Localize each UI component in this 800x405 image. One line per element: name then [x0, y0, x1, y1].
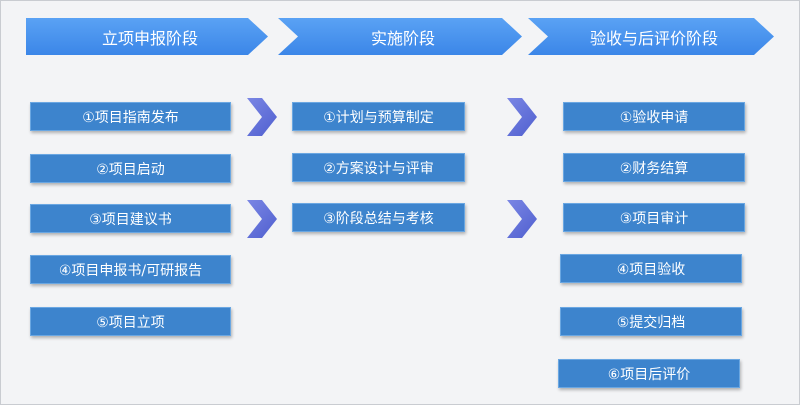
chevron-right-icon	[247, 98, 277, 136]
step-item: ③阶段总结与考核	[292, 203, 465, 232]
step-item: ②财务结算	[563, 153, 745, 182]
step-item: ⑤项目立项	[30, 307, 231, 336]
step-item: ①项目指南发布	[30, 102, 231, 131]
step-item: ①计划与预算制定	[292, 102, 465, 131]
step-item: ③项目审计	[563, 203, 745, 232]
chevron-right-icon	[507, 98, 537, 136]
step-item: ④项目验收	[560, 254, 742, 283]
phase-header-implementation: 实施阶段	[278, 18, 522, 55]
step-item: ②方案设计与评审	[292, 153, 465, 182]
step-item: ③项目建议书	[30, 204, 231, 233]
phase-header-application: 立项申报阶段	[26, 18, 268, 55]
phase-header-acceptance: 验收与后评价阶段	[528, 18, 774, 55]
step-item: ⑥项目后评价	[558, 359, 740, 388]
step-item: ②项目启动	[30, 154, 231, 183]
step-item: ④项目申报书/可研报告	[30, 255, 231, 284]
step-item: ①验收申请	[563, 102, 745, 131]
step-item: ⑤提交归档	[560, 307, 742, 336]
chevron-right-icon	[247, 200, 277, 238]
chevron-right-icon	[507, 200, 537, 238]
